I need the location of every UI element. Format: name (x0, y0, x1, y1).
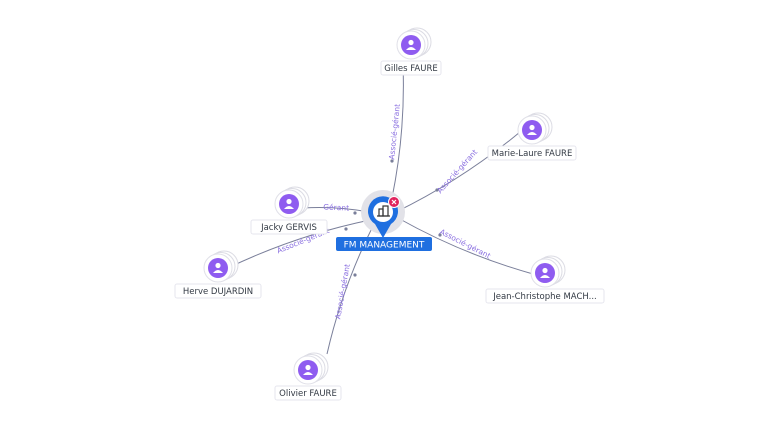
edge-label-jean: Associé-gérant (438, 227, 492, 260)
person-name: Marie-Laure FAURE (492, 149, 573, 159)
edge-jean (397, 217, 534, 275)
person-label-marie[interactable]: Marie-Laure FAURE (487, 145, 577, 161)
building-icon (377, 205, 390, 217)
nodes-layer: Gilles FAURE Marie-Laure FAURE Jacky GERVI… (174, 27, 605, 401)
person-node-gilles[interactable]: Gilles FAURE (380, 27, 442, 76)
person-label-herve[interactable]: Herve DUJARDIN (174, 283, 262, 299)
person-icon (527, 124, 537, 135)
person-name: Herve DUJARDIN (183, 287, 253, 297)
edge-arrow-jean (438, 233, 442, 237)
person-icon (303, 364, 313, 375)
person-icon (213, 262, 223, 273)
person-icon (540, 267, 550, 278)
edge-label-jacky: Gérant (323, 202, 349, 212)
person-label-jean[interactable]: Jean-Christophe MACH... (485, 288, 605, 304)
person-label-gilles[interactable]: Gilles FAURE (380, 60, 442, 76)
remove-badge[interactable] (388, 196, 400, 208)
person-icon (406, 39, 416, 50)
edge-marie (395, 131, 521, 213)
edge-label-olivier: Associé-gérant (333, 263, 352, 320)
company-label[interactable]: FM MANAGEMENT (336, 237, 432, 251)
edge-arrow-marie (435, 188, 439, 192)
person-name: Gilles FAURE (384, 64, 437, 74)
edge-arrow-olivier (353, 273, 357, 277)
edge-arrow-herve (344, 227, 348, 231)
edge-label-marie: Associé-gérant (435, 148, 479, 196)
edge-arrow-jacky (353, 211, 357, 215)
person-label-jacky[interactable]: Jacky GERVIS (250, 219, 328, 235)
close-icon (391, 199, 397, 205)
person-node-marie[interactable]: Marie-Laure FAURE (487, 112, 577, 161)
person-icon (284, 198, 294, 209)
person-node-herve[interactable]: Herve DUJARDIN (174, 250, 262, 299)
company-name: FM MANAGEMENT (344, 241, 425, 251)
person-name: Olivier FAURE (279, 389, 337, 399)
person-name: Jean-Christophe MACH... (492, 292, 597, 302)
person-label-olivier[interactable]: Olivier FAURE (274, 385, 342, 401)
person-node-olivier[interactable]: Olivier FAURE (274, 352, 342, 401)
person-name: Jacky GERVIS (260, 223, 317, 233)
edge-herve (229, 219, 371, 268)
edge-arrow-gilles (390, 159, 394, 163)
person-node-jean[interactable]: Jean-Christophe MACH... (485, 255, 605, 304)
company-node[interactable]: FM MANAGEMENT (336, 190, 432, 251)
edge-gilles (391, 63, 404, 199)
person-node-jacky[interactable]: Jacky GERVIS (250, 186, 328, 235)
